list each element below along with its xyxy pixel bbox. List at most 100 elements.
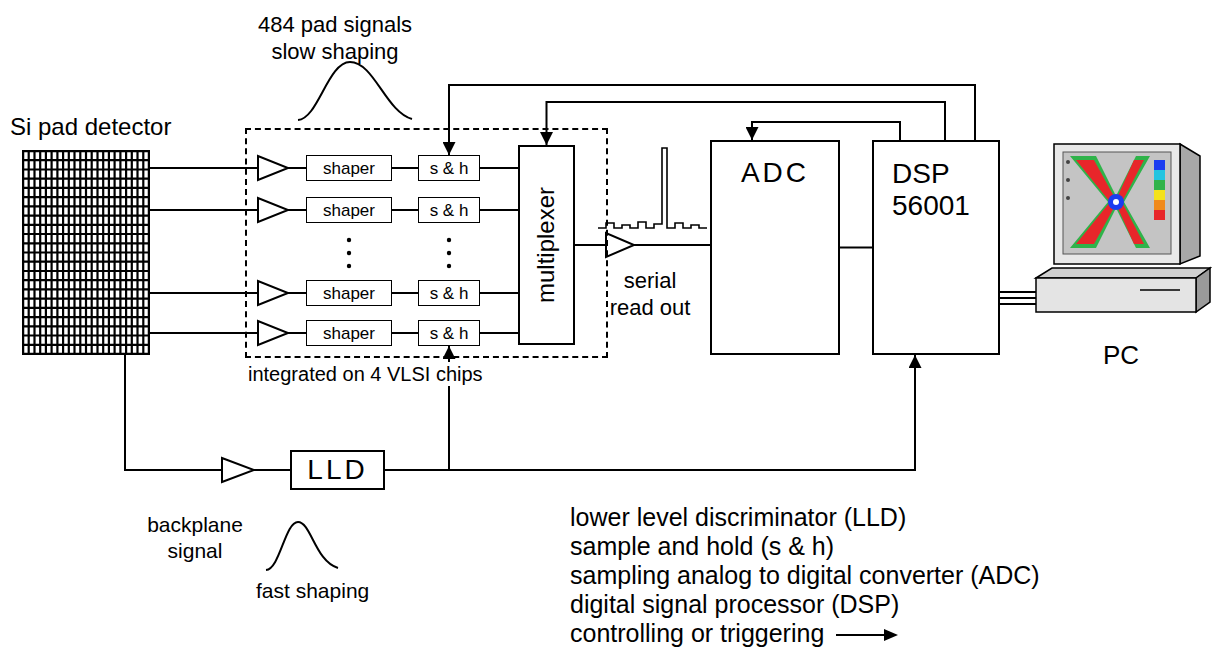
node-label: s & h [430, 325, 469, 342]
computer-illustration [1030, 140, 1212, 315]
connector [575, 244, 710, 246]
connector [480, 332, 518, 334]
screen-icon [1066, 196, 1070, 200]
shaper-box: shaper [306, 197, 392, 223]
adc-box: ADC [710, 140, 840, 355]
shaper-box: shaper [306, 155, 392, 181]
dot [347, 264, 351, 268]
dot [347, 238, 351, 242]
node-label: s & h [430, 202, 469, 219]
screen-spot-center [1113, 199, 1119, 205]
amplifier-symbol [258, 321, 288, 345]
dot [447, 238, 451, 242]
multiplexer-box: multiplexer [518, 145, 575, 345]
pad-grid-lines [23, 151, 149, 354]
pc-unit-front [1036, 278, 1196, 312]
annotation-label: 484 pad signals slow shaping [245, 12, 425, 66]
legend-text: controlling or triggering [570, 619, 824, 647]
pc-unit-top [1036, 268, 1210, 278]
legend-text: lower level discriminator (LLD) [570, 503, 906, 531]
connector [480, 209, 518, 211]
node-label: LLD [307, 456, 367, 484]
shaper-box: shaper [306, 320, 392, 346]
color-bar-3 [1154, 180, 1165, 190]
node-label: shaper [323, 325, 375, 342]
serial-amplifier-symbol [606, 233, 634, 257]
dsp-box: DSP 56001 [872, 140, 1000, 355]
legend-row: sample and hold (s & h) [570, 532, 1040, 561]
connector [392, 209, 418, 211]
node-label: s & h [430, 160, 469, 177]
color-bar-6 [1154, 210, 1165, 220]
node-label: shaper [323, 202, 375, 219]
legend-text: sampling analog to digital converter (AD… [570, 561, 1040, 589]
connector [840, 247, 872, 249]
legend-row: digital signal processor (DSP) [570, 590, 1040, 619]
sample-hold-box: s & h [418, 155, 480, 181]
screen-red-band [1076, 160, 1144, 244]
connector [392, 167, 418, 169]
color-bar-1 [1154, 160, 1165, 170]
connector [752, 122, 900, 140]
connector [392, 332, 418, 334]
monitor-screen [1063, 152, 1171, 254]
legend-arrow-sample [836, 628, 900, 642]
detector-node: Si pad detector [10, 112, 160, 357]
sample-hold-box: s & h [418, 197, 480, 223]
ellipsis-dots [347, 238, 451, 268]
node-label: ADC [712, 158, 838, 189]
node-label: s & h [430, 285, 469, 302]
legend-arrow-line [836, 634, 886, 636]
screen-green-band [1070, 156, 1150, 248]
pc-drive-slot [1140, 289, 1180, 291]
sample-hold-box: s & h [418, 280, 480, 306]
amplifier-symbol [258, 156, 288, 180]
group-caption: integrated on 4 VLSI chips [245, 362, 486, 386]
monitor-front [1054, 144, 1180, 264]
amplifier-symbol [258, 281, 288, 305]
pad-grid [22, 150, 150, 355]
connector [392, 292, 418, 294]
screen-icon [1066, 160, 1070, 164]
color-bar-4 [1154, 190, 1165, 200]
annotation-label: fast shaping [256, 578, 369, 604]
grid-frame [23, 151, 149, 354]
connector [480, 292, 518, 294]
backplane-amplifier-symbol [222, 458, 254, 482]
node-label: DSP 56001 [892, 158, 984, 222]
dot [447, 251, 451, 255]
legend-row: lower level discriminator (LLD) [570, 503, 1040, 532]
fast-pulse-shape [266, 522, 338, 570]
dot [447, 264, 451, 268]
legend-text: sample and hold (s & h) [570, 532, 834, 560]
node-label: shaper [323, 285, 375, 302]
screen-icon [1066, 178, 1070, 182]
pc-node: PC [1030, 140, 1212, 385]
shaper-box: shaper [306, 280, 392, 306]
dot [347, 251, 351, 255]
amplifier-symbol [258, 198, 288, 222]
node-label: shaper [323, 160, 375, 177]
legend: lower level discriminator (LLD)sample an… [570, 503, 1040, 648]
vlsi-chip-group: integrated on 4 VLSI chipsshapershapersh… [245, 128, 608, 358]
pc-unit-side [1196, 268, 1210, 312]
sample-hold-box: s & h [418, 320, 480, 346]
lld-box: LLD [290, 450, 385, 490]
color-bar-5 [1154, 200, 1165, 210]
color-bar-2 [1154, 170, 1165, 180]
connector [1000, 292, 1036, 304]
node-label: PC [1030, 341, 1212, 370]
monitor-side [1180, 144, 1200, 264]
screen-blue-spot [1108, 194, 1124, 210]
legend-row: controlling or triggering [570, 619, 1040, 648]
connector [480, 167, 518, 169]
legend-row: sampling analog to digital converter (AD… [570, 561, 1040, 590]
legend-arrow-head [884, 629, 898, 641]
annotation-label: backplane signal [136, 512, 254, 563]
serial-waveform [598, 148, 707, 228]
slow-pulse-shape [298, 62, 412, 120]
legend-text: digital signal processor (DSP) [570, 590, 899, 618]
annotation-label: serial read out [600, 268, 700, 322]
